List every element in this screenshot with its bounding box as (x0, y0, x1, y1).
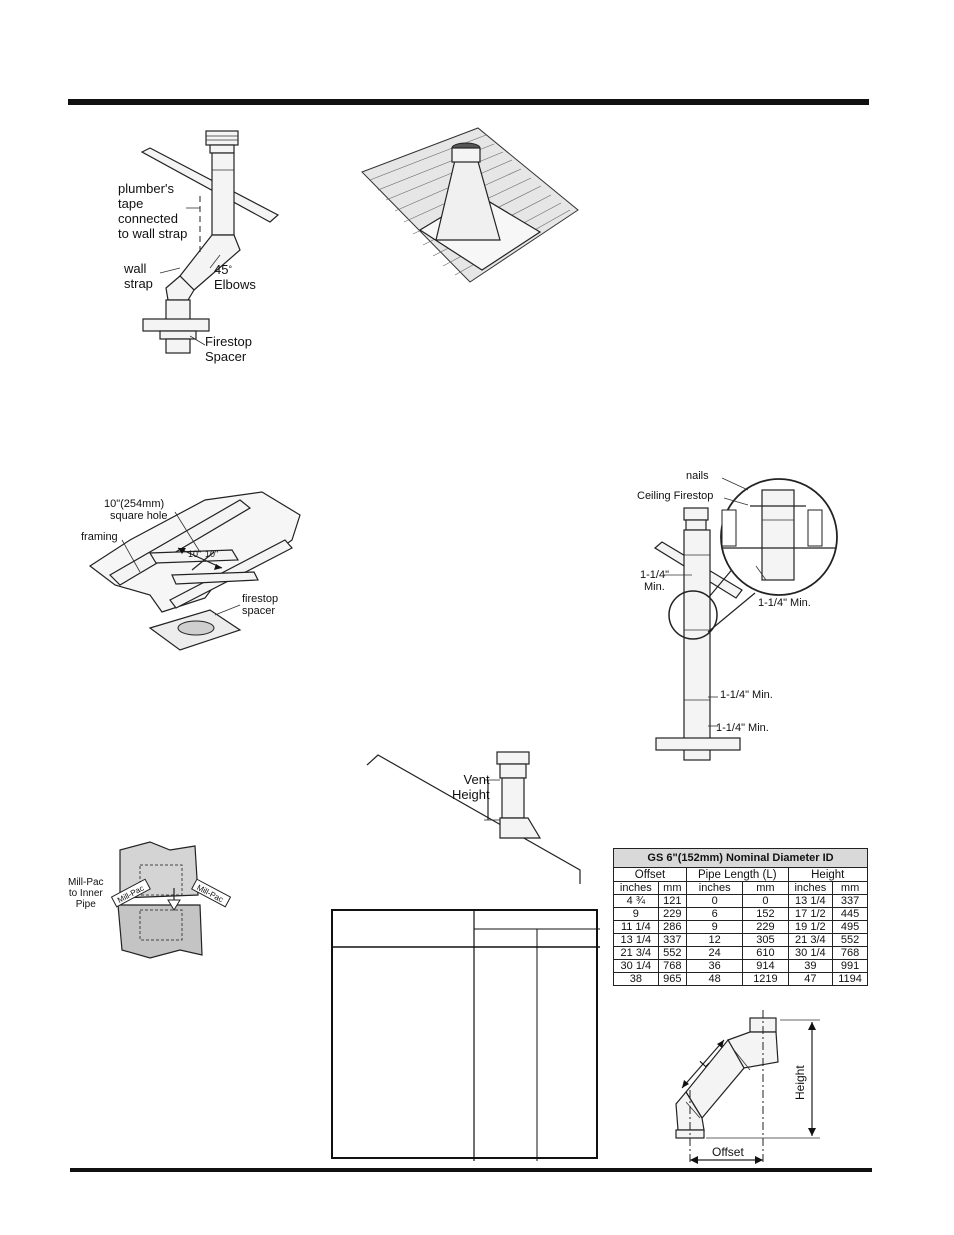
mill-pac-label: Mill-Pac to Inner Pipe (68, 877, 104, 910)
table-cell: 286 (657, 920, 688, 934)
blank-table-gridlines (333, 911, 600, 1161)
table-cell: 30 1/4 (613, 959, 659, 973)
gs-table-title: GS 6"(152mm) Nominal Diameter ID (613, 848, 868, 868)
plumbers-tape-label: plumber's tape connected to wall strap (118, 181, 188, 241)
table-cell: 965 (657, 972, 688, 986)
blank-table (331, 909, 600, 1161)
firestop-spacer-label: Firestop Spacer (205, 334, 252, 364)
table-cell: 17 1/2 (787, 907, 834, 921)
table-cell: 121 (657, 894, 688, 908)
unit-header: mm (832, 881, 868, 895)
table-cell: 19 1/2 (787, 920, 834, 934)
table-cell: 38 (613, 972, 659, 986)
firestop-spacer-label-2: firestop spacer (242, 593, 279, 617)
clearance-left-label: 1-1/4" Min. (640, 569, 669, 593)
table-cell: 229 (657, 907, 688, 921)
gs-offset-table: GS 6"(152mm) Nominal Diameter ID Offset … (613, 848, 869, 986)
table-cell: 1219 (742, 972, 789, 986)
dimension-a-label: 10" (188, 549, 202, 559)
unit-header: mm (657, 881, 688, 895)
top-rule (68, 99, 869, 105)
square-hole-label: 10"(254mm) square hole (104, 498, 168, 522)
table-cell: 552 (832, 933, 868, 947)
vent-height-label: Vent Height (452, 772, 490, 802)
table-cell: 36 (685, 959, 744, 973)
table-cell: 48 (685, 972, 744, 986)
elbows-label: 45° Elbows (214, 262, 256, 292)
framing-label: framing (81, 531, 118, 543)
height-dimension-label: Height (793, 1065, 807, 1100)
offset-dimension-label: Offset (712, 1145, 744, 1159)
ceiling-firestop-label: Ceiling Firestop (637, 490, 714, 502)
unit-header: inches (787, 881, 834, 895)
table-cell: 12 (685, 933, 744, 947)
table-cell: 768 (657, 959, 688, 973)
clearance-mid-label: 1-1/4" Min. (720, 689, 773, 701)
table-cell: 445 (832, 907, 868, 921)
unit-header: inches (613, 881, 659, 895)
dimension-b-label: 10" (205, 549, 219, 559)
wall-strap-label: wall strap (124, 261, 153, 291)
table-cell: 337 (832, 894, 868, 908)
bottom-rule (70, 1168, 872, 1172)
clearance-detail-label: 1-1/4" Min. (758, 597, 811, 609)
clearance-low-label: 1-1/4" Min. (716, 722, 769, 734)
table-cell: 1194 (832, 972, 868, 986)
table-cell: 305 (742, 933, 789, 947)
nails-label: nails (686, 470, 709, 482)
